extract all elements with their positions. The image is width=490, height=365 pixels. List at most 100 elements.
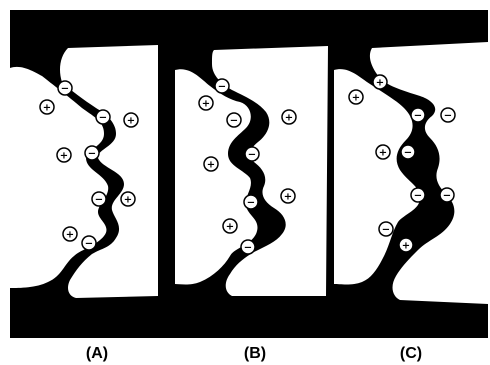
negative-charge-icon: − xyxy=(378,221,394,237)
panel-b-right-surface xyxy=(212,46,328,296)
panel-a xyxy=(10,45,158,298)
charge-sign: + xyxy=(285,113,293,124)
charge-sign: − xyxy=(99,113,107,124)
positive-charge-icon: + xyxy=(39,99,55,115)
charge-sign: + xyxy=(352,93,360,104)
positive-charge-icon: + xyxy=(203,156,219,172)
charge-ring xyxy=(439,187,455,203)
charge-ring xyxy=(226,112,242,128)
positive-charge-icon: + xyxy=(348,89,364,105)
negative-charge-icon: − xyxy=(81,235,97,251)
charge-ring xyxy=(81,235,97,251)
charge-sign: + xyxy=(379,148,387,159)
panel-a-left-surface xyxy=(10,66,109,289)
charge-ring xyxy=(62,226,78,242)
charge-ring xyxy=(39,99,55,115)
positive-charge-icon: + xyxy=(375,144,391,160)
positive-charge-icon: + xyxy=(62,226,78,242)
charge-sign: − xyxy=(443,191,451,202)
negative-charge-icon: − xyxy=(244,146,260,162)
charge-ring xyxy=(203,156,219,172)
charge-ring xyxy=(400,144,416,160)
charge-ring xyxy=(378,221,394,237)
charge-ring xyxy=(95,109,111,125)
negative-charge-icon: − xyxy=(95,109,111,125)
negative-charge-icon: − xyxy=(410,107,426,123)
negative-charge-icon: − xyxy=(400,144,416,160)
positive-charge-icon: + xyxy=(281,109,297,125)
charge-sign: − xyxy=(404,148,412,159)
charge-sign: + xyxy=(66,230,74,241)
charge-ring xyxy=(57,80,73,96)
charge-ring xyxy=(375,144,391,160)
charge-ring xyxy=(56,147,72,163)
negative-charge-icon: − xyxy=(91,191,107,207)
charge-sign: + xyxy=(202,99,210,110)
charge-ring xyxy=(398,237,414,253)
charge-ring xyxy=(240,239,256,255)
charge-sign: + xyxy=(402,241,410,252)
negative-charge-icon: − xyxy=(84,145,100,161)
charge-sign: − xyxy=(247,198,255,209)
charge-sign: + xyxy=(127,116,135,127)
panel-c-right-surface xyxy=(369,42,488,304)
positive-charge-icon: + xyxy=(222,218,238,234)
charge-sign: + xyxy=(376,78,384,89)
panel-c-left-surface xyxy=(334,69,420,285)
charge-sign: − xyxy=(444,111,452,122)
negative-charge-icon: − xyxy=(57,80,73,96)
charge-sign: + xyxy=(207,160,215,171)
charge-sign: − xyxy=(88,149,96,160)
panel-a-right-surface xyxy=(60,45,158,298)
charge-ring xyxy=(244,146,260,162)
charge-ring xyxy=(280,188,296,204)
charge-ring xyxy=(84,145,100,161)
charge-ring xyxy=(198,95,214,111)
charge-sign: + xyxy=(226,222,234,233)
charge-sign: − xyxy=(414,111,422,122)
panel-c-label: (C) xyxy=(400,345,422,362)
charge-sign: − xyxy=(95,195,103,206)
charge-ring xyxy=(120,191,136,207)
panel-a-label: (A) xyxy=(86,345,108,362)
charge-sign: − xyxy=(248,150,256,161)
charge-sign: − xyxy=(218,82,226,93)
charge-sign: − xyxy=(61,84,69,95)
positive-charge-icon: + xyxy=(123,112,139,128)
charge-sign: + xyxy=(60,151,68,162)
charge-ring xyxy=(243,194,259,210)
charge-ring xyxy=(372,74,388,90)
negative-charge-icon: − xyxy=(410,187,426,203)
charge-ring xyxy=(348,89,364,105)
charge-sign: + xyxy=(124,195,132,206)
charge-ring xyxy=(123,112,139,128)
charge-sign: − xyxy=(230,116,238,127)
positive-charge-icon: + xyxy=(280,188,296,204)
charge-sign: − xyxy=(244,243,252,254)
panel-c xyxy=(334,42,488,304)
negative-charge-icon: − xyxy=(226,112,242,128)
charge-ring xyxy=(440,107,456,123)
positive-charge-icon: + xyxy=(56,147,72,163)
positive-charge-icon: + xyxy=(198,95,214,111)
charge-ring xyxy=(214,78,230,94)
ions-layer: −+−++−−++−−+−+−+−++−++−−+−−−−+ xyxy=(39,74,456,255)
charge-sign: − xyxy=(85,239,93,250)
charge-sign: − xyxy=(382,225,390,236)
charge-ring xyxy=(410,107,426,123)
charge-sign: + xyxy=(284,192,292,203)
negative-charge-icon: − xyxy=(240,239,256,255)
positive-charge-icon: + xyxy=(398,237,414,253)
positive-charge-icon: + xyxy=(120,191,136,207)
panel-b-label: (B) xyxy=(244,345,266,362)
charge-ring xyxy=(281,109,297,125)
charge-ring xyxy=(410,187,426,203)
negative-charge-icon: − xyxy=(440,107,456,123)
negative-charge-icon: − xyxy=(214,78,230,94)
charge-ring xyxy=(91,191,107,207)
negative-charge-icon: − xyxy=(243,194,259,210)
charge-sign: + xyxy=(43,103,51,114)
positive-charge-icon: + xyxy=(372,74,388,90)
